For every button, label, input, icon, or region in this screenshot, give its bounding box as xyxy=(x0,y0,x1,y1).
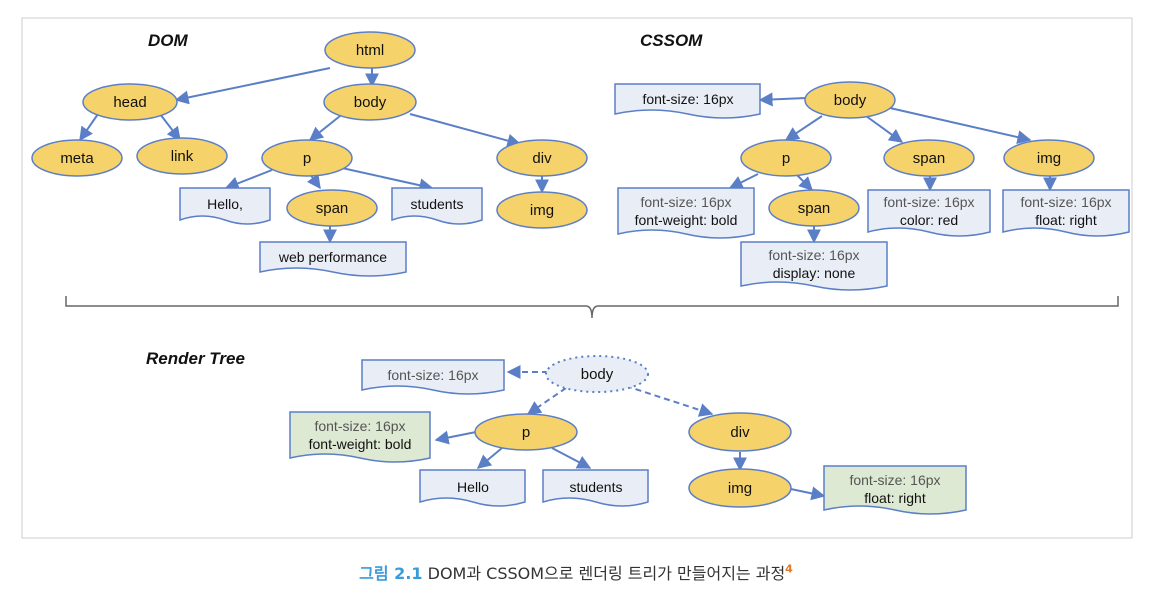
dom-node-meta: meta xyxy=(31,139,123,177)
render-node-div: div xyxy=(688,412,792,452)
svg-text:font-size: 16px: font-size: 16px xyxy=(849,472,940,488)
svg-text:div: div xyxy=(532,150,552,167)
svg-text:p: p xyxy=(303,150,311,167)
cssom-node-img: img xyxy=(1003,139,1095,177)
svg-text:font-size: 16px: font-size: 16px xyxy=(768,247,859,263)
svg-text:head: head xyxy=(113,94,146,111)
render-node-img: img xyxy=(688,468,792,508)
svg-text:body: body xyxy=(834,92,867,109)
dom-node-img: img xyxy=(496,191,588,229)
svg-text:p: p xyxy=(782,150,790,167)
render-style-img: font-size: 16px float: right xyxy=(823,465,967,515)
dom-node-body: body xyxy=(323,83,417,121)
svg-text:p: p xyxy=(522,424,530,441)
cssom-node-span: span xyxy=(883,139,975,177)
merge-brace xyxy=(65,296,1119,319)
render-style-p: font-size: 16px font-weight: bold xyxy=(289,411,431,463)
dom-node-span: span xyxy=(286,189,378,227)
dom-node-link: link xyxy=(136,137,228,175)
figure-frame xyxy=(21,17,1133,539)
svg-text:img: img xyxy=(530,202,554,219)
svg-text:img: img xyxy=(728,480,752,497)
svg-text:display: none: display: none xyxy=(773,265,856,281)
cssom-style-img: font-size: 16px float: right xyxy=(1002,189,1130,237)
svg-text:font-size: 16px: font-size: 16px xyxy=(642,91,733,107)
cssom-style-span: font-size: 16px color: red xyxy=(867,189,991,237)
svg-text:div: div xyxy=(730,424,750,441)
svg-text:float: right: float: right xyxy=(864,490,926,506)
dom-node-html: html xyxy=(324,31,416,69)
dom-text-web-performance: web performance xyxy=(259,241,407,277)
svg-text:meta: meta xyxy=(60,150,94,167)
dom-node-head: head xyxy=(82,83,178,121)
figure-number: 그림 2.1 xyxy=(359,564,423,583)
svg-text:font-size: 16px: font-size: 16px xyxy=(387,367,478,383)
render-text-hello: Hello xyxy=(419,469,526,507)
render-style-body: font-size: 16px xyxy=(361,359,505,395)
svg-text:float: right: float: right xyxy=(1035,212,1097,228)
figure-caption: 그림 2.1 DOM과 CSSOM으로 렌더링 트리가 만들어지는 과정4 xyxy=(0,560,1152,584)
svg-text:font-size: 16px: font-size: 16px xyxy=(314,418,405,434)
render-tree-heading: Render Tree xyxy=(146,349,245,368)
svg-text:font-size: 16px: font-size: 16px xyxy=(1020,194,1111,210)
svg-text:students: students xyxy=(570,479,623,495)
svg-text:body: body xyxy=(581,366,614,383)
render-text-students: students xyxy=(542,469,649,507)
svg-text:html: html xyxy=(356,42,384,59)
cssom-node-p: p xyxy=(740,139,832,177)
caption-text: DOM과 CSSOM으로 렌더링 트리가 만들어지는 과정 xyxy=(422,564,786,583)
svg-text:font-weight: bold: font-weight: bold xyxy=(635,212,738,228)
cssom-node-span-in-p: span xyxy=(768,189,860,227)
cssom-heading: CSSOM xyxy=(640,31,703,50)
dom-heading: DOM xyxy=(148,31,189,50)
svg-text:span: span xyxy=(798,200,831,217)
cssom-node-body: body xyxy=(804,81,896,119)
svg-text:font-size: 16px: font-size: 16px xyxy=(640,194,731,210)
cssom-edges xyxy=(728,92,1057,244)
svg-text:img: img xyxy=(1037,150,1061,167)
svg-text:Hello,: Hello, xyxy=(207,196,243,212)
svg-text:Hello: Hello xyxy=(457,479,489,495)
cssom-style-span-in-p: font-size: 16px display: none xyxy=(740,241,888,291)
render-node-body: body xyxy=(545,355,649,393)
svg-text:span: span xyxy=(316,200,349,217)
cssom-style-body: font-size: 16px xyxy=(614,83,761,119)
cssom-style-p: font-size: 16px font-weight: bold xyxy=(617,187,755,239)
svg-text:font-size: 16px: font-size: 16px xyxy=(883,194,974,210)
dom-node-p: p xyxy=(261,139,353,177)
dom-edges xyxy=(79,67,549,244)
dom-text-students: students xyxy=(391,187,483,225)
svg-text:students: students xyxy=(411,196,464,212)
dom-text-hello: Hello, xyxy=(179,187,271,225)
dom-node-div: div xyxy=(496,139,588,177)
svg-text:link: link xyxy=(171,148,194,165)
render-edges xyxy=(434,365,826,501)
svg-text:body: body xyxy=(354,94,387,111)
footnote-marker: 4 xyxy=(785,562,793,576)
render-node-p: p xyxy=(474,413,578,451)
svg-text:font-weight: bold: font-weight: bold xyxy=(309,436,412,452)
svg-text:web performance: web performance xyxy=(278,249,387,265)
svg-text:color: red: color: red xyxy=(900,212,958,228)
svg-text:span: span xyxy=(913,150,946,167)
